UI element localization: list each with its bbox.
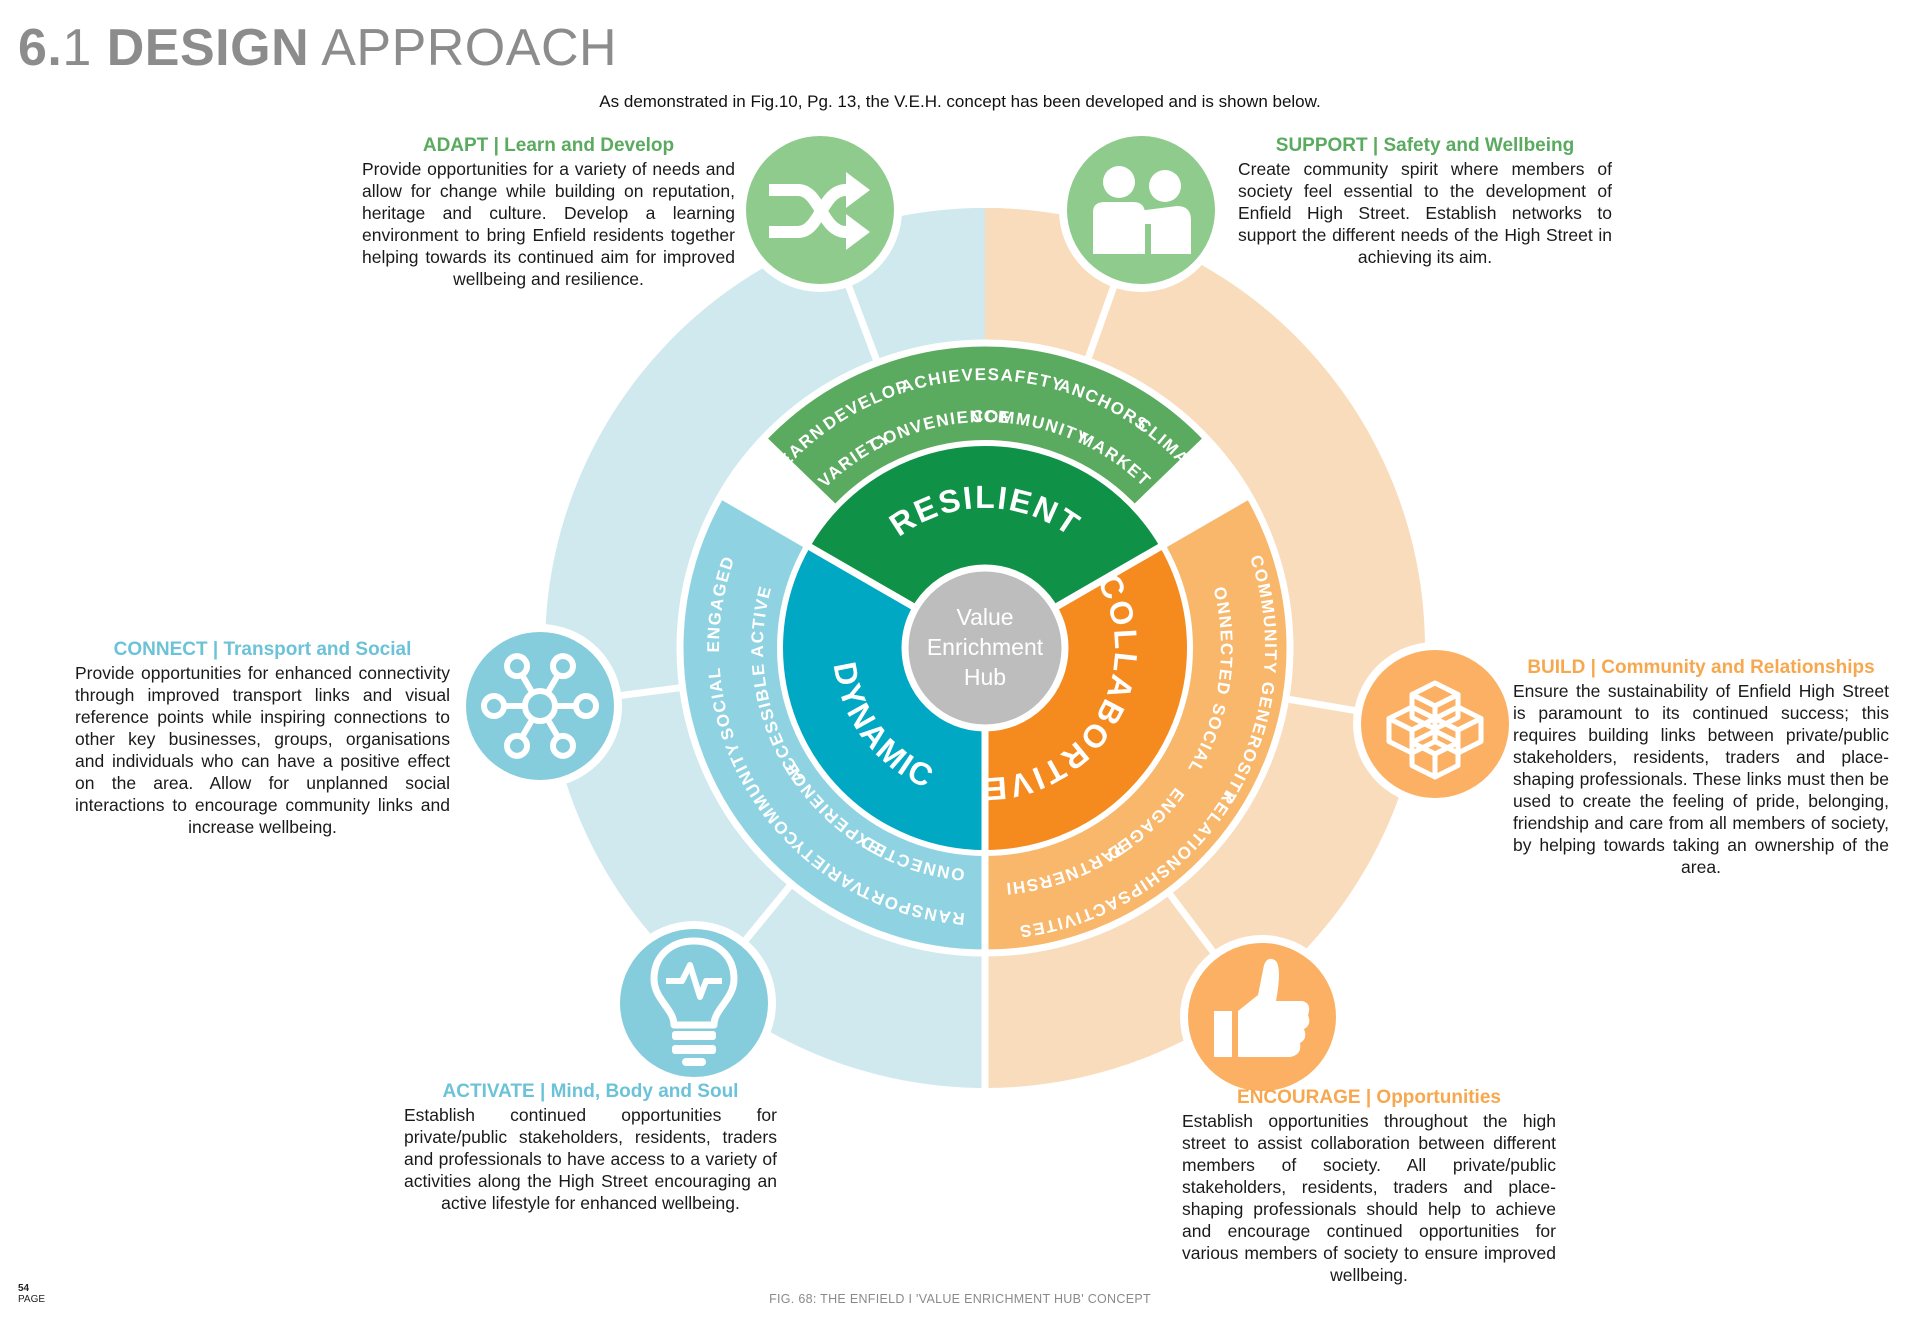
person-body-a (1093, 202, 1145, 254)
cubes-icon (1353, 642, 1517, 806)
page-number: 54 PAGE (18, 1283, 45, 1305)
title-bold: DESIGN (106, 19, 310, 77)
network-node (550, 732, 576, 759)
thumb-cuff (1214, 1011, 1232, 1057)
support-body: Create community spirit where members of… (1238, 159, 1612, 267)
support-block: SUPPORT | Safety and Wellbeing Create co… (1238, 134, 1612, 268)
network-spoke (519, 673, 536, 695)
figure-caption: FIG. 68: THE ENFIELD I 'VALUE ENRICHMENT… (769, 1292, 1151, 1306)
hub-line-2: Enrichment (927, 634, 1044, 660)
lightbulb-icon (612, 921, 776, 1085)
network-node (504, 653, 530, 680)
page-title: 6.1 DESIGN APPROACH (18, 22, 617, 74)
band-outer-collaborative (985, 208, 1425, 1088)
network-spoke (519, 717, 536, 739)
activate-icon-bg (620, 929, 768, 1077)
bulb-pulse (666, 962, 722, 1000)
hub-line-1: Value (956, 604, 1013, 630)
network-node (550, 653, 576, 680)
diagram-icons (458, 128, 1517, 1099)
hub-circle (901, 564, 1069, 732)
section-number-light: 1 (62, 19, 92, 77)
shuffle-icon (738, 128, 902, 292)
ring-divider-mid (676, 339, 1294, 957)
hub: Value Enrichment Hub (901, 564, 1069, 732)
person-head-a (1103, 166, 1135, 198)
adapt-block: ADAPT | Learn and Develop Provide opport… (362, 134, 735, 290)
hub-line-3: Hub (964, 664, 1006, 690)
thumb-hand (1238, 958, 1310, 1057)
network-spoke (544, 717, 561, 739)
shuffle-arrow-a (846, 172, 870, 208)
build-block: BUILD | Community and Relationships Ensu… (1513, 656, 1889, 878)
shuffle-arrow-b (846, 214, 870, 250)
network-icon (458, 624, 622, 788)
connect-icon-bg (466, 632, 614, 780)
thumbs-up-icon (1180, 935, 1344, 1099)
intro-text: As demonstrated in Fig.10, Pg. 13, the V… (599, 92, 1321, 111)
people-support-icon (1059, 128, 1223, 292)
encourage-block: ENCOURAGE | Opportunities Establish oppo… (1182, 1086, 1556, 1286)
network-node (504, 732, 530, 759)
activate-body: Establish continued opportunities for pr… (404, 1105, 777, 1213)
encourage-heading: ENCOURAGE | Opportunities (1237, 1087, 1501, 1108)
band-mid-resilient (765, 343, 1205, 506)
network-spoke (544, 673, 561, 695)
band-outer-dynamic (545, 208, 985, 1088)
activate-block: ACTIVATE | Mind, Body and Soul Establish… (404, 1080, 777, 1214)
person-head-b (1149, 170, 1181, 202)
support-heading: SUPPORT | Safety and Wellbeing (1275, 135, 1575, 156)
connect-heading: CONNECT | Transport and Social (113, 639, 412, 660)
ring-divider-inner (777, 440, 1193, 856)
build-body: Ensure the sustainability of Enfield Hig… (1513, 681, 1889, 877)
activate-heading: ACTIVATE | Mind, Body and Soul (442, 1081, 739, 1102)
bulb-base-2 (672, 1045, 716, 1054)
title-light: APPROACH (321, 19, 618, 77)
connect-body: Provide opportunities for enhanced conne… (75, 663, 450, 837)
connect-block: CONNECT | Transport and Social Provide o… (75, 638, 450, 838)
build-heading: BUILD | Community and Relationships (1527, 657, 1875, 678)
person-body-b (1131, 206, 1191, 254)
page-number-value: 54 (18, 1283, 30, 1294)
bulb-base-1 (672, 1031, 716, 1040)
section-number-bold: 6. (18, 19, 63, 77)
adapt-body: Provide opportunities for a variety of n… (362, 159, 735, 289)
bulb-glass (650, 937, 738, 1029)
shuffle-line-b (769, 184, 856, 238)
network-node (573, 693, 599, 719)
bulb-tip (682, 1058, 706, 1066)
cube-right (1432, 740, 1461, 780)
network-node (481, 693, 507, 719)
adapt-heading: ADAPT | Learn and Develop (422, 135, 675, 156)
encourage-body: Establish opportunities throughout the h… (1182, 1111, 1556, 1285)
page-number-label: PAGE (18, 1294, 46, 1305)
